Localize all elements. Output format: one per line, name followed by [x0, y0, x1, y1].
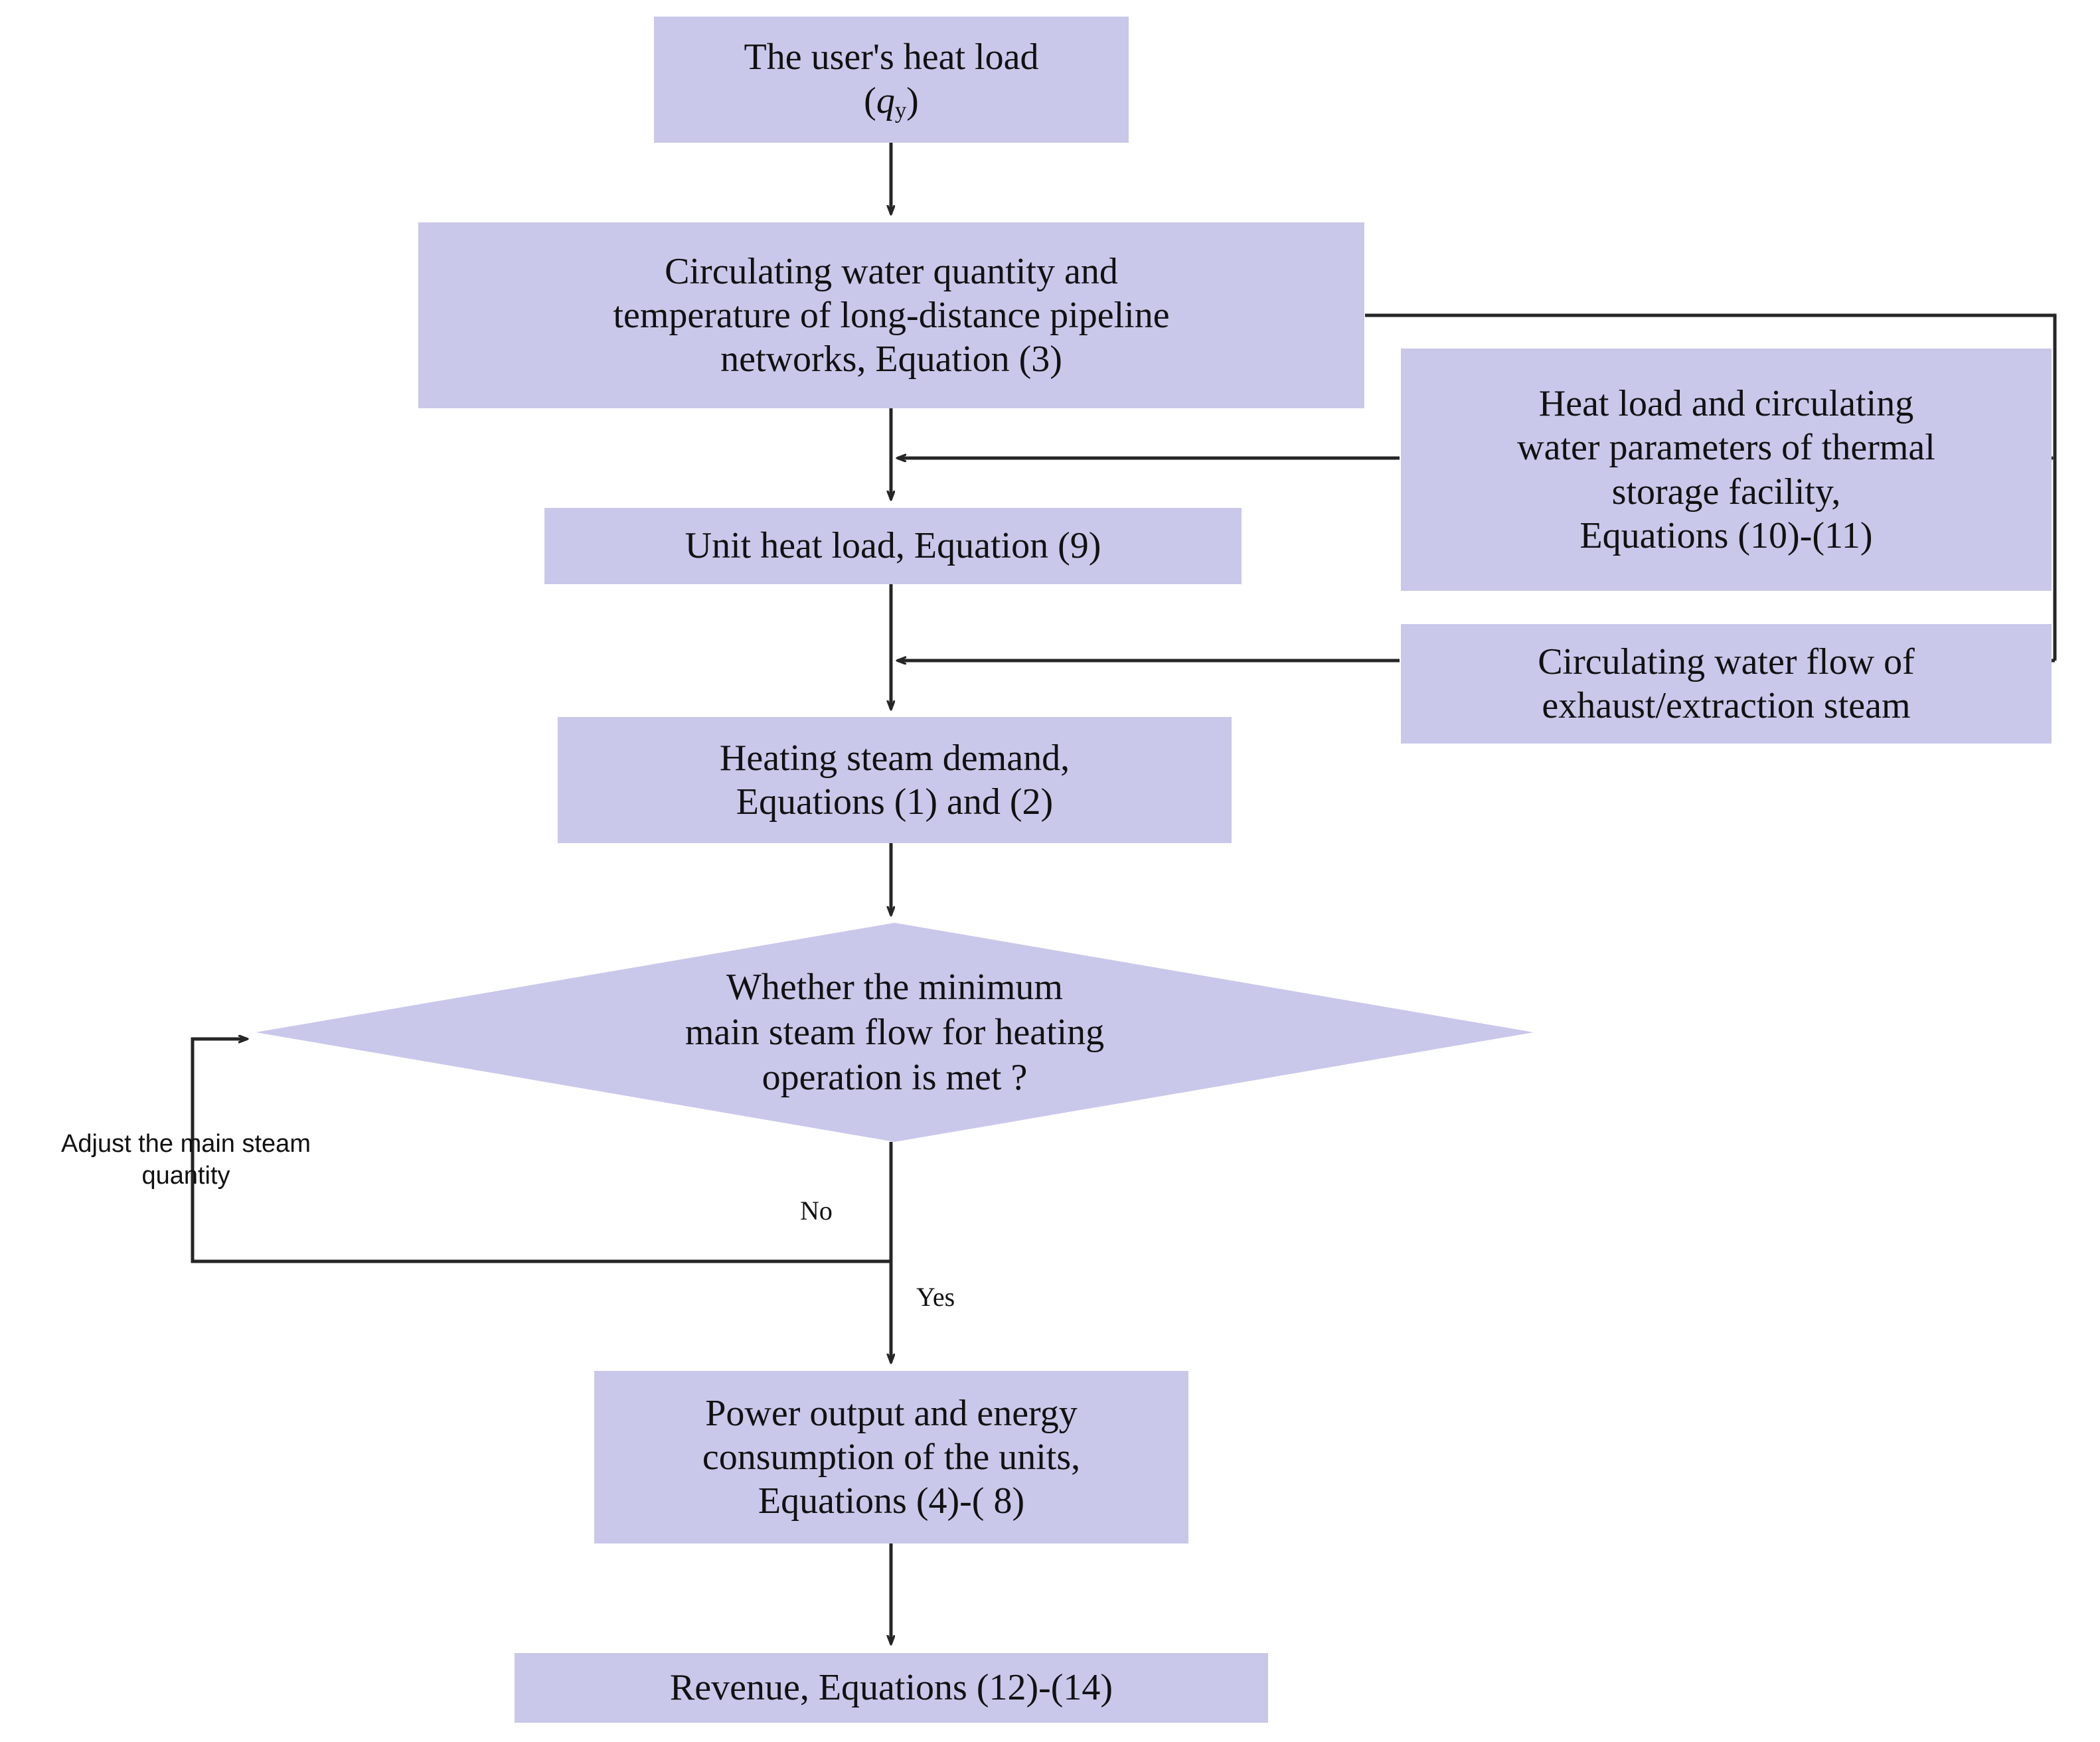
symbol-subscript-y: y [894, 97, 907, 123]
node-decision-min-main-steam-flow[interactable]: Whether the minimum main steam flow for … [256, 923, 1534, 1142]
node-heating-steam-demand[interactable]: Heating steam demand, Equations (1) and … [558, 717, 1232, 843]
node-circulating-water-quantity[interactable]: Circulating water quantity and temperatu… [418, 222, 1364, 408]
node-user-heat-load[interactable]: The user's heat load ((qqy) [654, 17, 1129, 143]
decision-text: Whether the minimum main steam flow for … [685, 966, 1105, 1099]
node-user-heat-load-line1: The user's heat load [744, 36, 1039, 78]
edge-label-no: No [800, 1196, 833, 1226]
node-thermal-storage-facility[interactable]: Heat load and circulating water paramete… [1401, 349, 2052, 591]
node-user-heat-load-symbol: ((qqy) [864, 80, 919, 123]
edge-label-adjust-main-steam-quantity: Adjust the main steam quantity [61, 1130, 311, 1190]
node-revenue[interactable]: Revenue, Equations (12)-(14) [515, 1653, 1268, 1723]
node-unit-heat-load[interactable]: Unit heat load, Equation (9) [544, 508, 1242, 584]
node-exhaust-extraction-steam-flow[interactable]: Circulating water flow of exhaust/extrac… [1401, 624, 2052, 744]
edge-label-yes: Yes [916, 1282, 955, 1312]
node-power-output-energy-consumption[interactable]: Power output and energy consumption of t… [594, 1371, 1188, 1544]
